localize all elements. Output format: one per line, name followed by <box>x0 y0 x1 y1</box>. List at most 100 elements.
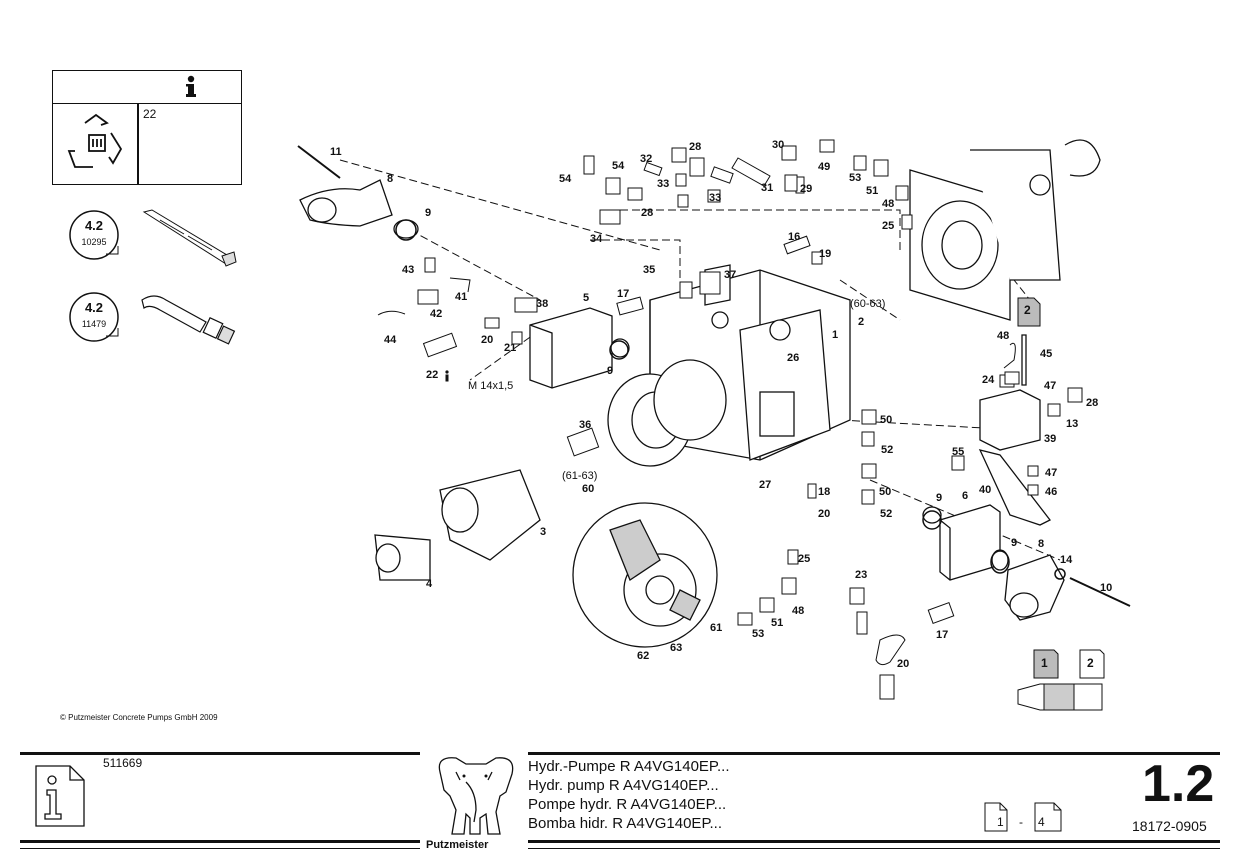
label-60: 60 <box>582 483 595 495</box>
range-label-60-63: (60-63) <box>850 298 886 310</box>
label-32: 32 <box>640 153 653 165</box>
label-38: 38 <box>536 298 549 310</box>
info-header <box>53 71 241 104</box>
ref-badge-1[interactable]: 4.2 10295 <box>66 208 122 260</box>
label-52b: 52 <box>880 508 893 520</box>
label-26: 26 <box>787 352 800 364</box>
brand-name: Putzmeister <box>426 839 489 851</box>
label-11: 11 <box>330 146 342 158</box>
info-box: 22 <box>52 70 242 185</box>
title-de: Hydr.-Pumpe R A4VG140EP... <box>528 758 730 775</box>
elephant-logo <box>438 757 514 835</box>
label-8a: 8 <box>387 173 394 185</box>
sheet-2[interactable]: 2 <box>1087 656 1094 670</box>
label-22: 22 <box>426 369 439 381</box>
label-1: 1 <box>832 329 839 341</box>
label-29: 29 <box>800 183 813 195</box>
label-25a: 25 <box>882 220 895 232</box>
page-from-icon <box>984 802 1008 832</box>
label-28a: 28 <box>689 141 702 153</box>
label-23: 23 <box>855 569 868 581</box>
label-2: 2 <box>858 316 865 328</box>
label-48c: 48 <box>792 605 805 617</box>
label-46: 46 <box>1045 486 1058 498</box>
label-62: 62 <box>637 650 650 662</box>
info-mini-icon <box>445 370 449 382</box>
label-9d: 9 <box>1011 537 1018 549</box>
label-37: 37 <box>724 269 737 281</box>
label-6: 6 <box>962 490 969 502</box>
label-27: 27 <box>759 479 772 491</box>
title-fr: Pompe hydr. R A4VG140EP... <box>528 796 727 813</box>
label-39: 39 <box>1044 433 1057 445</box>
long-bolt-drawing <box>142 209 237 267</box>
label-25b: 25 <box>798 553 811 565</box>
label-24: 24 <box>982 374 995 386</box>
recycle-icon <box>67 113 123 168</box>
label-9b: 9 <box>607 365 614 377</box>
label-19: 19 <box>819 248 832 260</box>
label-36: 36 <box>579 419 592 431</box>
qty-value: 22 <box>143 107 157 121</box>
label-48b: 48 <box>997 330 1010 342</box>
label-45: 45 <box>1040 348 1053 360</box>
label-42: 42 <box>430 308 443 320</box>
title-es: Bomba hidr. R A4VG140EP... <box>528 815 723 832</box>
part-number: 511669 <box>103 756 143 770</box>
label-9a: 9 <box>425 207 432 219</box>
exploded-view-drawing <box>297 139 1131 711</box>
label-49: 49 <box>818 161 831 173</box>
label-55: 55 <box>952 446 965 458</box>
label-61: 61 <box>710 622 723 634</box>
label-5: 5 <box>583 292 590 304</box>
label-20c: 20 <box>897 658 910 670</box>
document-info-icon <box>35 765 85 827</box>
label-14: 14 <box>1060 554 1073 566</box>
label-50b: 50 <box>879 486 892 498</box>
sheet-1[interactable]: 1 <box>1041 656 1048 670</box>
label-17a: 17 <box>617 288 630 300</box>
label-20a: 20 <box>481 334 494 346</box>
label-28b: 28 <box>641 207 654 219</box>
label-47b: 47 <box>1045 467 1058 479</box>
label-63: 63 <box>670 642 683 654</box>
label-34: 34 <box>590 233 603 245</box>
label-20b: 20 <box>818 508 831 520</box>
label-54a: 54 <box>612 160 625 172</box>
label-3: 3 <box>540 526 547 538</box>
label-9c: 9 <box>936 492 943 504</box>
label-54b: 54 <box>559 173 572 185</box>
ref-badge-2[interactable]: 4.2 11479 <box>66 290 122 342</box>
sheet-marker-2: 2 <box>1024 303 1031 317</box>
label-21: 21 <box>504 342 517 354</box>
document-number: 18172-0905 <box>1132 818 1207 834</box>
hose-drawing <box>141 295 236 345</box>
label-44: 44 <box>384 334 397 346</box>
label-31: 31 <box>761 182 774 194</box>
copyright: © Putzmeister Concrete Pumps GmbH 2009 <box>60 713 218 722</box>
label-47a: 47 <box>1044 380 1057 392</box>
page-to: 4 <box>1038 815 1045 829</box>
info-icon <box>186 75 196 97</box>
page-to-icon <box>1034 802 1062 832</box>
label-52a: 52 <box>881 444 894 456</box>
label-16: 16 <box>788 231 801 243</box>
label-51a: 51 <box>866 185 879 197</box>
page-from: 1 <box>997 815 1004 829</box>
label-50a: 50 <box>880 414 893 426</box>
label-10: 10 <box>1100 582 1113 594</box>
label-40: 40 <box>979 484 992 496</box>
label-28c: 28 <box>1086 397 1099 409</box>
label-33b: 33 <box>709 192 722 204</box>
label-43: 43 <box>402 264 415 276</box>
title-en: Hydr. pump R A4VG140EP... <box>528 777 719 794</box>
label-41: 41 <box>455 291 468 303</box>
page-separator: - <box>1019 815 1023 829</box>
label-30: 30 <box>772 139 785 151</box>
label-17b: 17 <box>936 629 949 641</box>
range-label-61-63: (61-63) <box>562 470 598 482</box>
label-53b: 53 <box>752 628 765 640</box>
label-18: 18 <box>818 486 831 498</box>
label-48a: 48 <box>882 198 895 210</box>
label-35: 35 <box>643 264 656 276</box>
